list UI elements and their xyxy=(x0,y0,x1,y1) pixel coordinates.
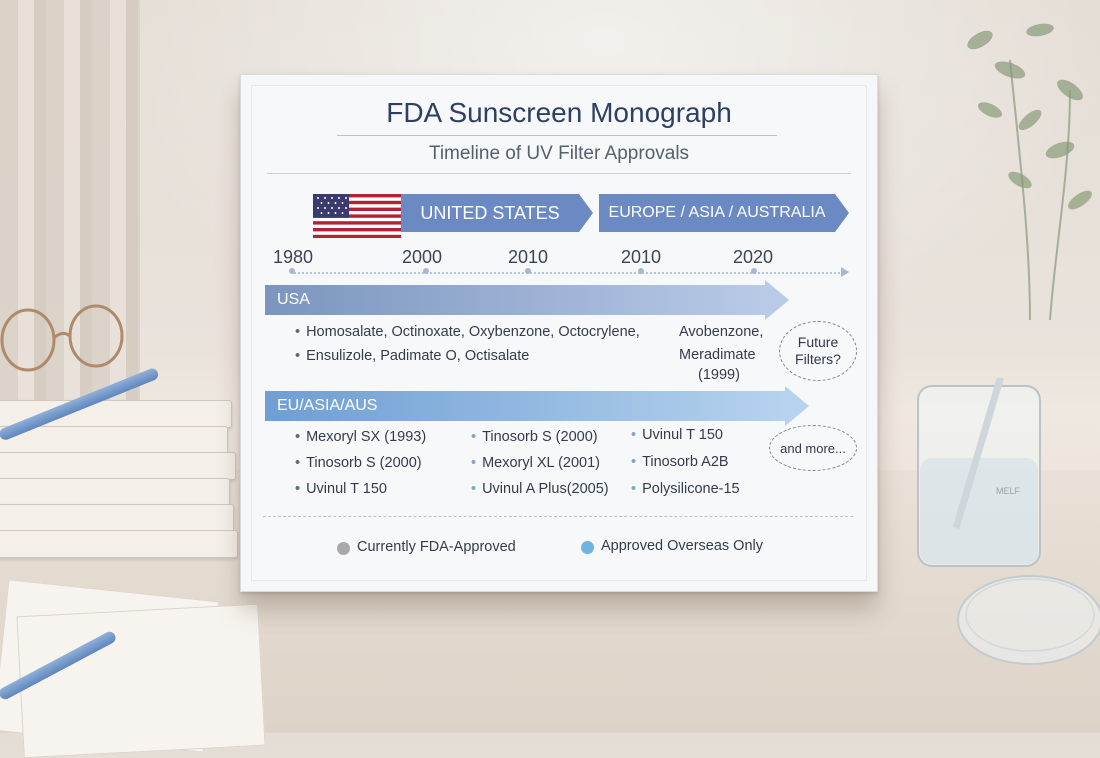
eyeglasses-icon xyxy=(0,304,124,372)
us-flag-icon xyxy=(313,194,401,238)
papers xyxy=(0,579,270,758)
year-label: 2010 xyxy=(621,247,662,267)
page-title: FDA Sunscreen Monograph xyxy=(386,97,732,128)
banner-united-states: UNITED STATES xyxy=(401,194,579,232)
usa-right-line-2: Meradimate xyxy=(679,347,756,363)
eu-filter-item: Mexoryl SX (1993) xyxy=(295,429,426,445)
band-arrow-icon xyxy=(785,386,809,426)
timeline-board: FDA Sunscreen Monograph Timeline of UV F… xyxy=(240,74,878,592)
year-label: 2020 xyxy=(733,247,774,267)
subtitle: Timeline of UV Filter Approvals xyxy=(428,143,690,164)
and-more-label: and more... xyxy=(780,440,846,456)
future-label-2: Filters? xyxy=(795,351,841,367)
legend-dot-approved xyxy=(337,542,350,555)
year-label: 2010 xyxy=(508,247,549,267)
banner-arrow-icon xyxy=(835,194,849,232)
axis-tick xyxy=(638,268,644,274)
axis-tick xyxy=(289,268,295,274)
eu-filter-item: Polysilicone-15 xyxy=(631,481,740,497)
year-label: 2000 xyxy=(402,247,443,267)
usa-filters-line-2: Ensulizole, Padimate O, Octisalate xyxy=(295,348,529,364)
curtain xyxy=(0,0,140,420)
eu-filter-item: Uvinul T 150 xyxy=(631,427,723,443)
divider xyxy=(337,135,777,136)
band-arrow-icon xyxy=(765,280,789,320)
beaker: MELF xyxy=(917,378,1041,567)
banner-arrow-icon xyxy=(579,194,593,232)
usa-right-line-1: Avobenzone, xyxy=(679,324,764,340)
eu-filter-item: Mexoryl XL (2001) xyxy=(471,455,600,471)
divider xyxy=(263,516,853,517)
plant xyxy=(967,23,1092,320)
axis-tick xyxy=(525,268,531,274)
banner-europe-asia-australia: EUROPE / ASIA / AUSTRALIA xyxy=(599,194,835,232)
eu-filter-item: Tinosorb A2B xyxy=(631,454,729,470)
petri-dish xyxy=(957,575,1100,665)
legend-overseas: Approved Overseas Only xyxy=(601,538,763,554)
stack-of-books xyxy=(0,330,240,560)
eu-filter-item: Uvinul A Plus(2005) xyxy=(471,481,609,497)
beaker-label: MELF xyxy=(996,486,1021,496)
eu-filter-item: Uvinul T 150 xyxy=(295,481,387,497)
timeline-axis xyxy=(291,272,847,274)
axis-tick xyxy=(423,268,429,274)
eu-filter-item: Tinosorb S (2000) xyxy=(295,455,422,471)
eu-filter-item: Tinosorb S (2000) xyxy=(471,429,598,445)
year-label: 1980 xyxy=(273,247,314,267)
and-more-bubble: and more... xyxy=(769,425,857,471)
legend-dot-overseas xyxy=(581,541,594,554)
usa-right-line-3: (1999) xyxy=(698,367,740,383)
usa-filters-line-1: Homosalate, Octinoxate, Oxybenzone, Octo… xyxy=(295,324,640,340)
divider xyxy=(267,173,851,174)
band-eu-asia-aus: EU/ASIA/AUS xyxy=(265,391,785,421)
future-label-1: Future xyxy=(797,334,839,350)
band-usa: USA xyxy=(265,285,765,315)
legend-approved: Currently FDA-Approved xyxy=(357,539,516,555)
axis-tick xyxy=(751,268,757,274)
axis-arrow-icon xyxy=(841,267,849,277)
